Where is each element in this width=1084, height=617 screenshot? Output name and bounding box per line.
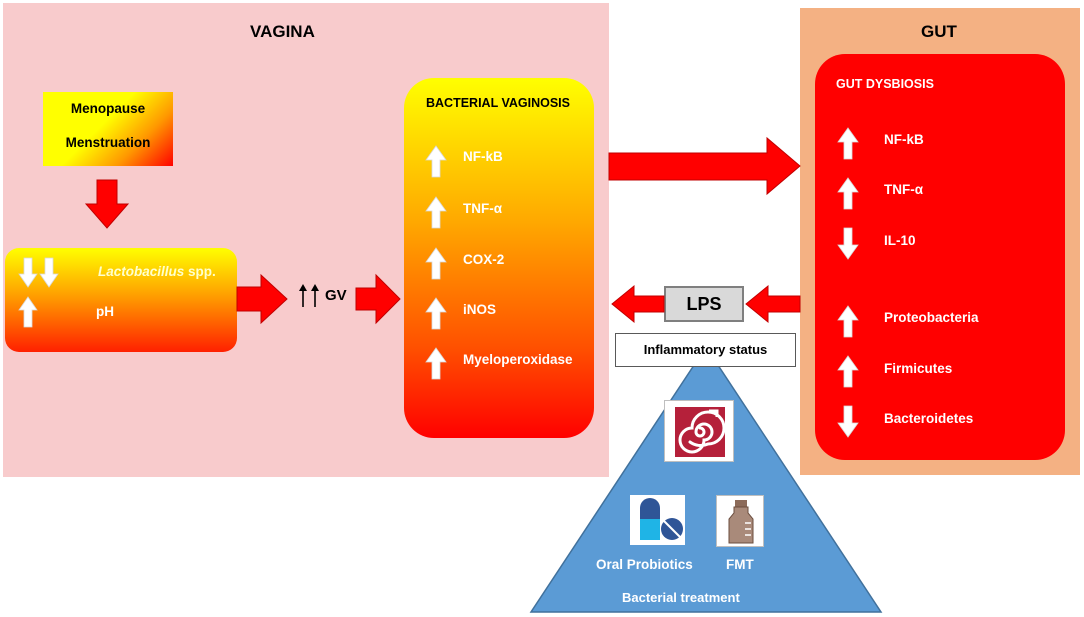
bv-marker: NF-kB (463, 149, 503, 164)
fmt-label: FMT (726, 557, 754, 572)
gv-label: GV (325, 287, 347, 304)
dysbiosis-marker: NF-kB (884, 132, 924, 147)
right-red-arrow (236, 273, 288, 325)
down-arrow-icon (18, 257, 38, 288)
gut-title: GUT (921, 22, 957, 41)
dysbiosis-marker: Firmicutes (884, 361, 953, 376)
lps-to-bv-arrow (611, 284, 665, 324)
up-arrow-icon (18, 296, 38, 328)
fmt-bottle-icon (716, 495, 764, 547)
down-arrow-icon (837, 227, 859, 260)
dysbiosis-marker: Bacteroidetes (884, 411, 974, 426)
dysbiosis-marker: Proteobacteria (884, 310, 979, 325)
bv-marker: iNOS (463, 302, 497, 317)
dysbiosis-marker: IL-10 (884, 233, 916, 248)
down-arrow-icon (837, 405, 859, 438)
up-arrow-icon (837, 177, 859, 210)
up-arrow-icon (837, 127, 859, 160)
dysbiosis-title: GUT DYSBIOSIS (836, 77, 934, 91)
down-arrow-icon (39, 257, 59, 288)
lactobacillus-box (5, 248, 237, 352)
inflammatory-status-box: Inflammatory status (615, 333, 796, 367)
gut-to-lps-arrow (745, 284, 801, 324)
menopause-label: Menopause (70, 101, 146, 116)
capsule-icon-graphic (640, 498, 683, 540)
up-arrow-icon (425, 347, 447, 380)
bv-marker: TNF-α (463, 201, 503, 216)
capsule-icon (630, 495, 685, 545)
bv-title: BACTERIAL VAGINOSIS (426, 96, 570, 110)
ph-label: pH (96, 304, 114, 319)
up-arrow-icon (425, 145, 447, 178)
bottle-icon-graphic (728, 500, 754, 544)
gut-dysbiosis-box (815, 54, 1065, 460)
down-red-arrow (84, 179, 130, 229)
right-red-arrow (355, 273, 401, 325)
intestine-icon (664, 400, 734, 462)
up-arrow-icon (837, 355, 859, 388)
up-arrow-icon (837, 305, 859, 338)
menses-box: Menopause Menstruation (43, 92, 173, 166)
lactobacillus-suffix: spp. (184, 264, 216, 279)
menstruation-label: Menstruation (65, 135, 151, 150)
triangle-shape (529, 345, 883, 613)
bv-marker: COX-2 (463, 252, 505, 267)
lps-box: LPS (664, 286, 744, 322)
up-arrow-icon (425, 297, 447, 330)
bacterial-treatment-label: Bacterial treatment (622, 590, 740, 605)
intestine-icon-graphic (675, 407, 726, 457)
gv-up-arrows (299, 284, 319, 307)
vagina-title: VAGINA (250, 22, 315, 41)
bv-marker: Myeloperoxidase (463, 352, 573, 367)
up-arrow-icon (425, 196, 447, 229)
oral-probiotics-label: Oral Probiotics (596, 557, 693, 572)
up-arrow-icon (425, 247, 447, 280)
vagina-to-gut-arrow (608, 136, 801, 196)
lactobacillus-label: Lactobacillus spp. (98, 264, 216, 279)
dysbiosis-marker: TNF-α (884, 182, 924, 197)
lactobacillus-genus: Lactobacillus (98, 264, 185, 279)
